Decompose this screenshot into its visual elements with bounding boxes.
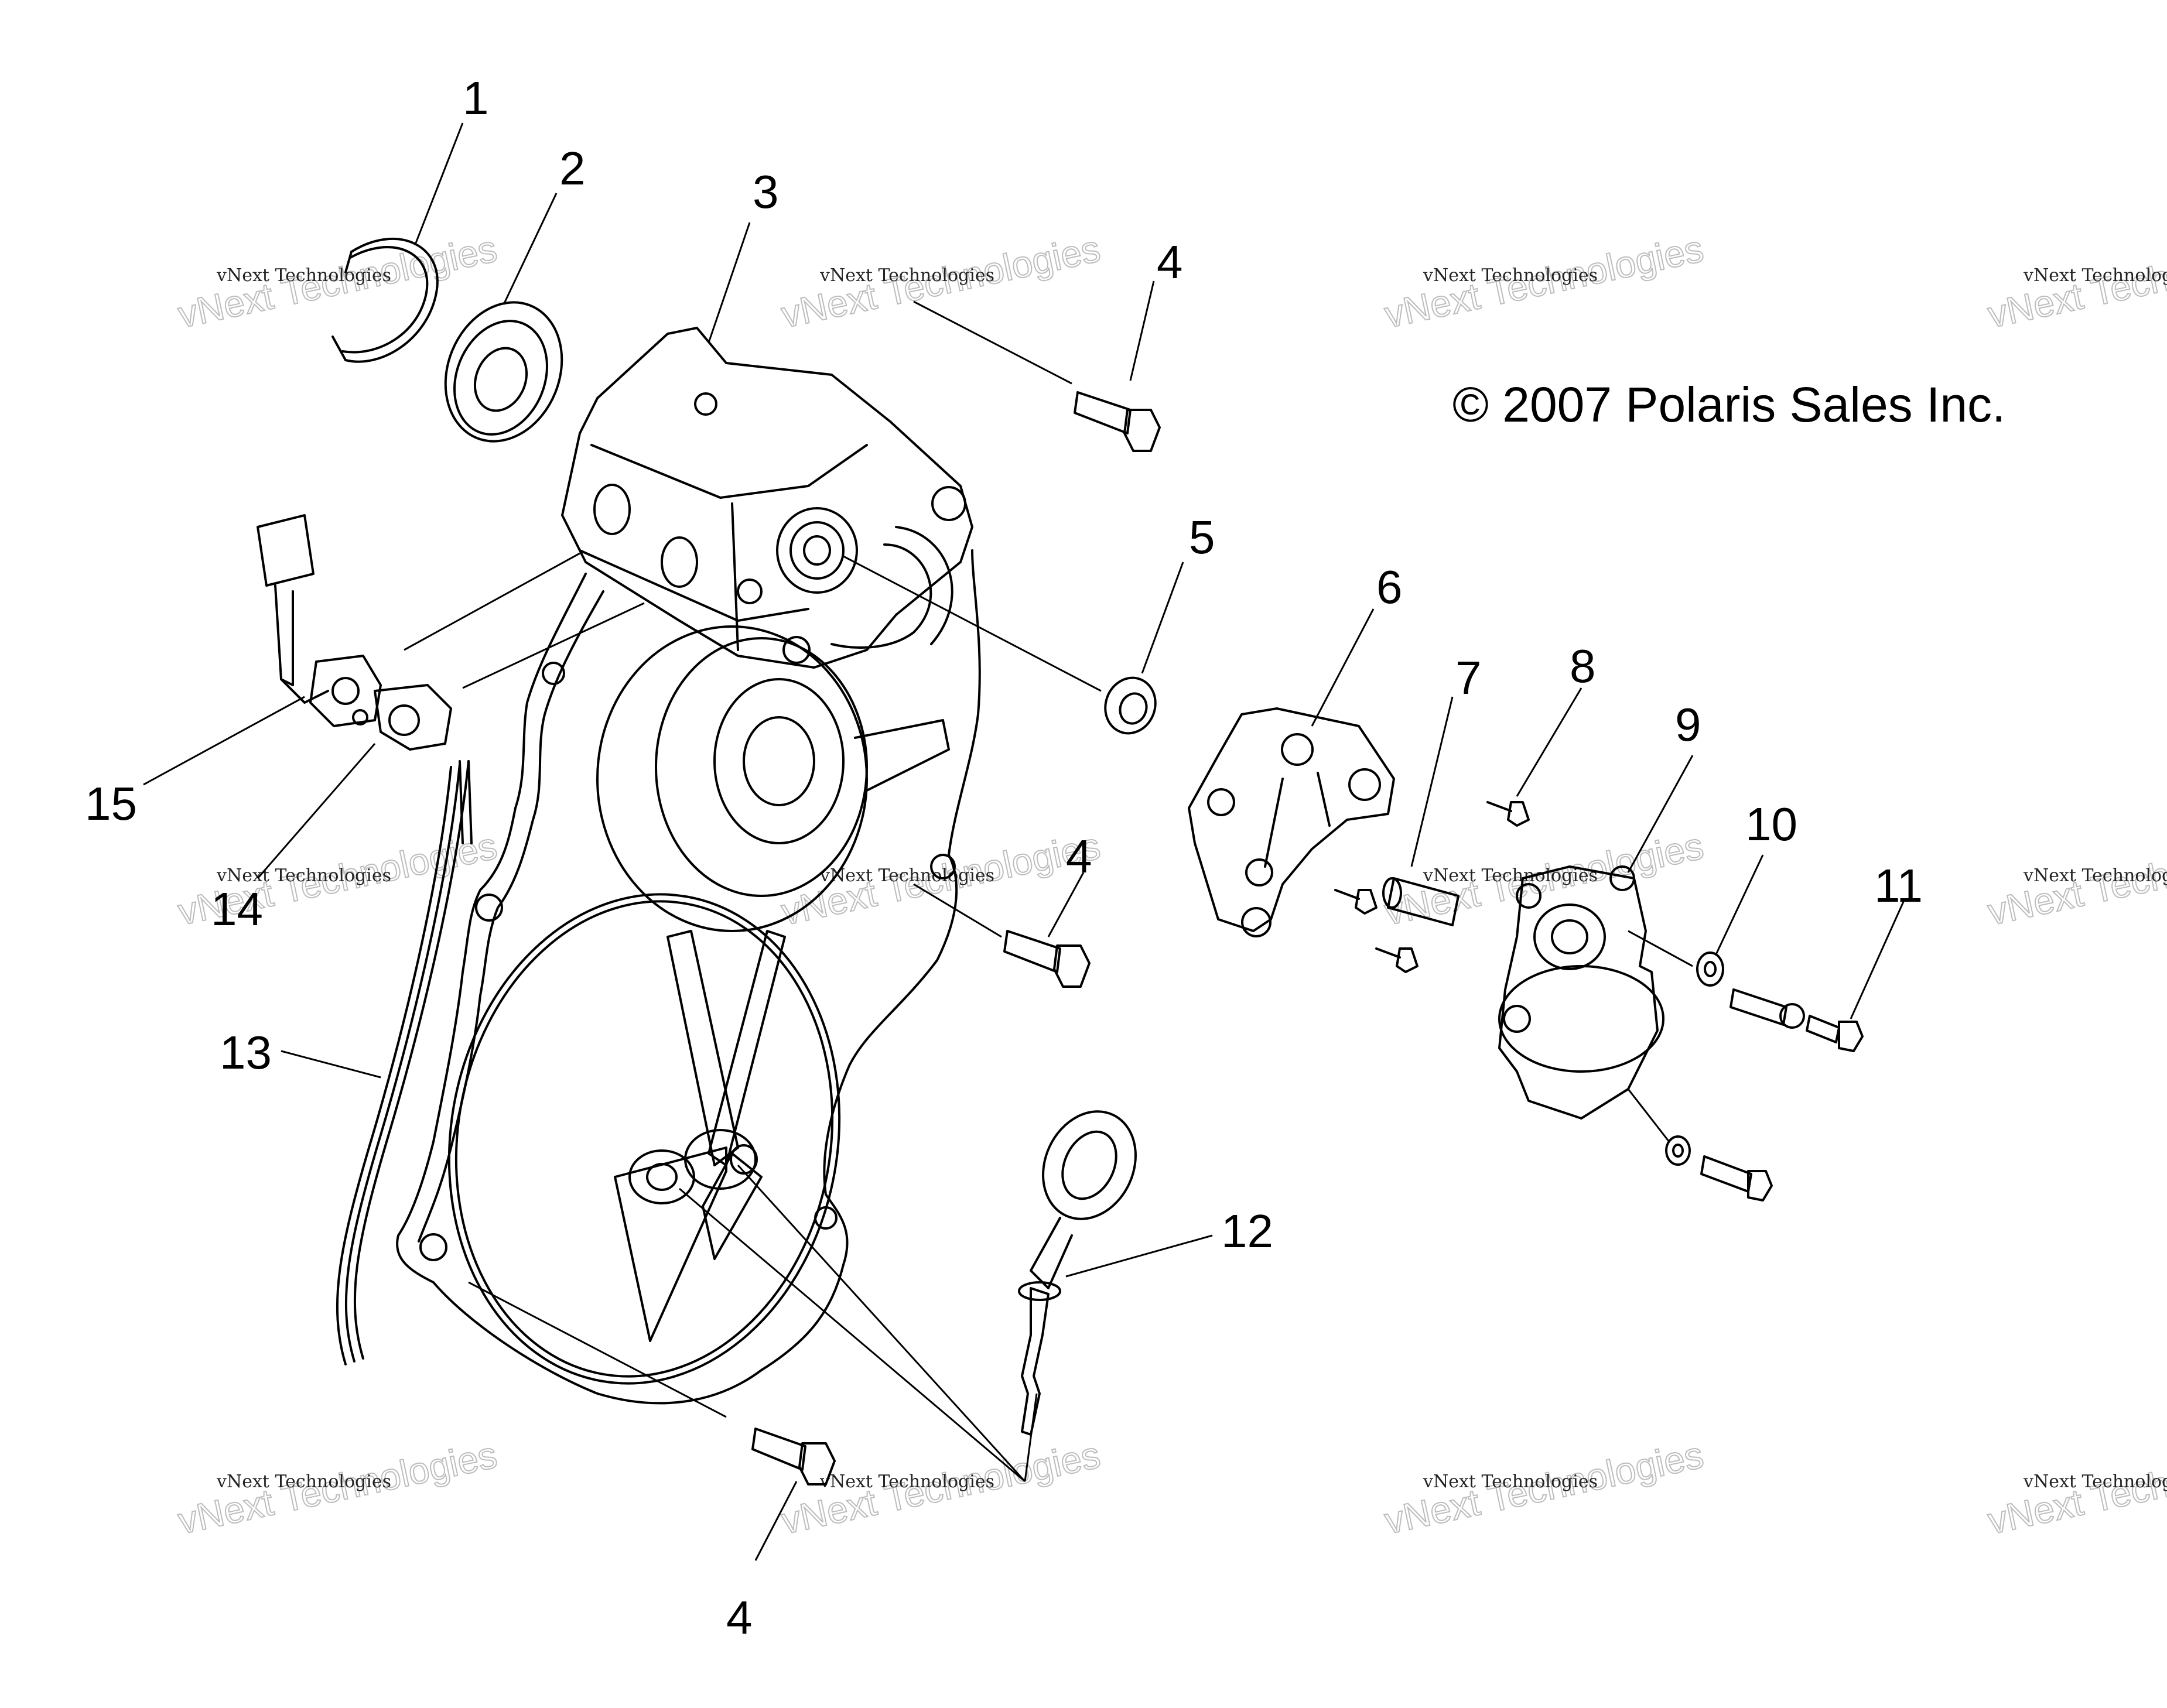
leader-4b <box>1047 872 1085 937</box>
svg-text:vNext Technologies: vNext Technologies <box>216 265 391 286</box>
part-15-sensor <box>257 514 382 727</box>
svg-text:vNext Technologies: vNext Technologies <box>2023 1471 2167 1492</box>
svg-text:vNext Technologies: vNext Technologies <box>2023 265 2167 286</box>
leader-15-case-b <box>462 602 645 689</box>
watermark-2: vNext Technologies vNext Technologies <box>777 227 1105 337</box>
leader-14 <box>257 743 376 879</box>
callout-3: 3 <box>753 166 779 218</box>
watermark-4: vNext Technologies vNext Technologies <box>1984 227 2167 337</box>
callout-4-middle: 4 <box>1066 830 1092 882</box>
watermark-12: vNext Technologies vNext Technologies <box>1984 1433 2167 1543</box>
leader-4c <box>754 1481 798 1561</box>
leader-5 <box>1141 562 1184 674</box>
callout-13: 13 <box>220 1026 272 1079</box>
leader-lines <box>143 122 1905 1561</box>
part-4-bolt-middle <box>1003 930 1091 988</box>
leader-15-case-a <box>404 552 580 651</box>
part-14-fitting <box>352 684 452 751</box>
part-7-pin <box>1382 877 1460 926</box>
leader-1 <box>415 122 464 244</box>
watermark-10: vNext Technologies vNext Technologies <box>777 1433 1105 1543</box>
callout-9: 9 <box>1675 699 1701 751</box>
leader-9 <box>1627 755 1694 873</box>
leader-10 <box>1715 854 1764 955</box>
leader-7 <box>1410 696 1454 867</box>
callouts: 1 2 3 4 4 4 5 6 7 8 9 10 11 12 13 14 15 <box>85 72 1923 1644</box>
part-13-seal-strip <box>336 760 473 1365</box>
leader-5-case <box>843 555 1102 692</box>
copyright-notice: © 2007 Polaris Sales Inc. <box>1452 377 2005 432</box>
watermark-8: vNext Technologies vNext Technologies <box>1984 824 2167 934</box>
part-2-seal <box>444 301 563 443</box>
leader-12-bracket-c <box>679 1187 1026 1483</box>
svg-text:vNext Technologies: vNext Technologies <box>819 1471 994 1492</box>
part-3-case-cover <box>396 327 981 1405</box>
leader-12-bracket-a <box>1024 1393 1038 1482</box>
part-4-bolt-top <box>1074 391 1161 452</box>
svg-text:vNext Technologies: vNext Technologies <box>216 1471 391 1492</box>
leader-12 <box>1065 1234 1213 1278</box>
callout-5: 5 <box>1189 511 1215 563</box>
leader-3 <box>707 222 751 343</box>
svg-text:vNext Technologies: vNext Technologies <box>819 265 994 286</box>
leader-4a-case <box>913 300 1072 385</box>
callout-6: 6 <box>1376 561 1403 613</box>
svg-text:vNext Technologies: vNext Technologies <box>216 865 391 886</box>
watermark-11: vNext Technologies vNext Technologies <box>1380 1433 1708 1543</box>
svg-text:vNext Technologies: vNext Technologies <box>2023 865 2167 886</box>
part-10-washer <box>1665 951 1724 1166</box>
leader-4b-case <box>913 883 1002 938</box>
callout-14: 14 <box>211 883 263 935</box>
leader-4a <box>1129 280 1155 381</box>
callout-4-top: 4 <box>1157 236 1183 288</box>
part-4-bolt-bottom <box>751 1428 836 1485</box>
callout-11: 11 <box>1874 860 1923 912</box>
callout-1: 1 <box>463 72 489 124</box>
svg-text:vNext Technologies: vNext Technologies <box>1423 865 1598 886</box>
leader-10-lower <box>1627 1089 1670 1142</box>
svg-text:vNext Technologies: vNext Technologies <box>1423 1471 1598 1492</box>
watermark-7: vNext Technologies vNext Technologies <box>1380 824 1708 934</box>
svg-text:vNext Technologies: vNext Technologies <box>1423 265 1598 286</box>
part-8-screws <box>1334 801 1530 973</box>
leader-12-bracket-b <box>737 1164 1026 1483</box>
part-1-snap-ring <box>331 237 439 363</box>
watermark-1: vNext Technologies vNext Technologies <box>174 227 501 337</box>
callout-12: 12 <box>1221 1205 1273 1257</box>
callout-15: 15 <box>85 778 137 830</box>
leader-2 <box>503 193 558 305</box>
callout-7: 7 <box>1455 652 1482 704</box>
leader-11 <box>1850 901 1905 1019</box>
leader-13 <box>281 1050 381 1079</box>
leader-9-washer <box>1628 930 1693 967</box>
part-6-bracket <box>1188 707 1395 937</box>
callout-4-bottom: 4 <box>726 1591 753 1644</box>
part-11-bolts <box>1700 988 1864 1202</box>
leader-4c-case <box>468 1281 727 1418</box>
part-12-dipstick <box>1018 1110 1137 1436</box>
leader-6 <box>1311 608 1375 727</box>
leader-8 <box>1516 687 1582 797</box>
watermark-3: vNext Technologies vNext Technologies <box>1380 227 1708 337</box>
leader-15 <box>143 696 305 786</box>
svg-text:vNext Technologies: vNext Technologies <box>819 865 994 886</box>
callout-10: 10 <box>1745 798 1797 850</box>
callout-2: 2 <box>559 142 586 194</box>
callout-8: 8 <box>1570 640 1596 692</box>
part-5-seal <box>1104 676 1157 735</box>
watermark-9: vNext Technologies vNext Technologies <box>174 1433 501 1543</box>
